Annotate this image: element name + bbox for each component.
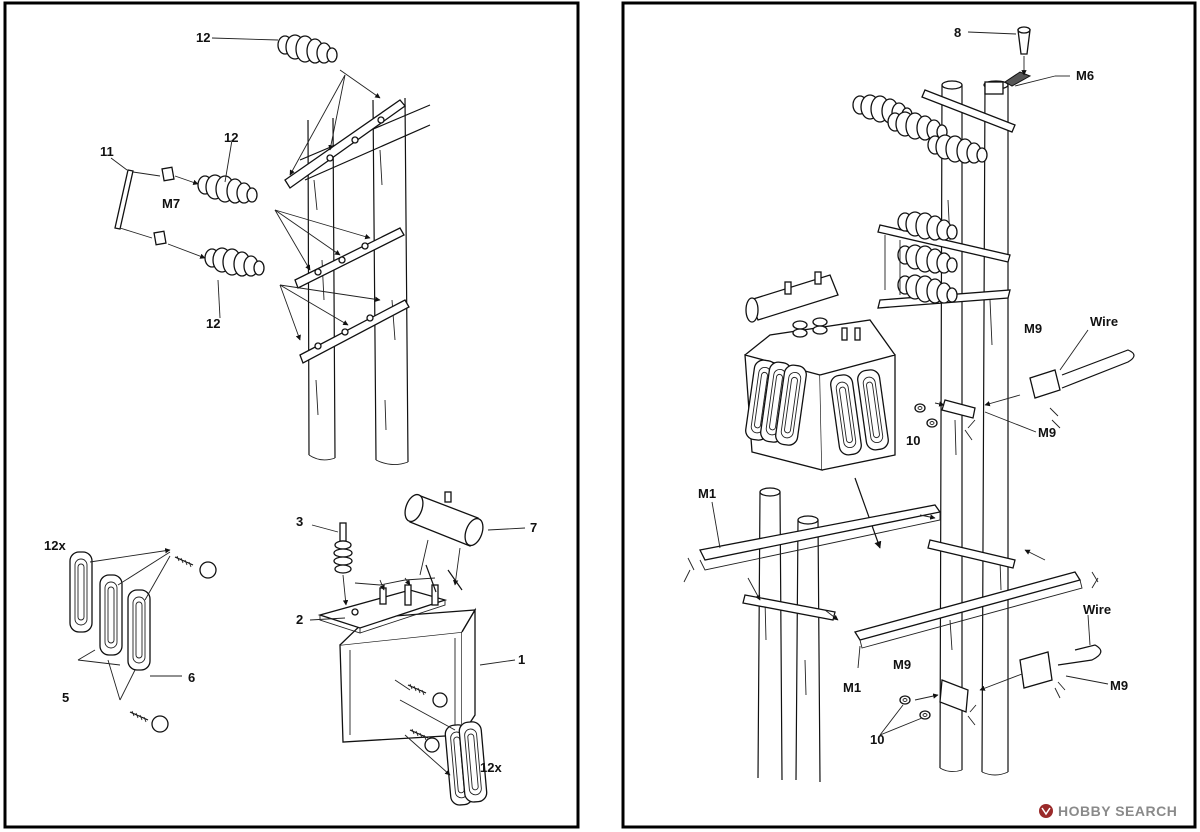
label-part-10-low: 10 — [870, 732, 884, 747]
left-panel-frame — [3, 1, 580, 829]
label-part-5: 5 — [62, 690, 69, 705]
label-part-12-low: 12 — [206, 316, 220, 331]
watermark-logo-icon — [1039, 804, 1053, 818]
label-part-7: 7 — [530, 520, 537, 535]
insulator-mid — [197, 174, 258, 204]
part-11-rod — [114, 166, 206, 259]
right-top-assembly — [852, 26, 1056, 164]
label-m9-mid: M9 — [1038, 425, 1056, 440]
label-part-2: 2 — [296, 612, 303, 627]
label-wire-top: Wire — [1090, 314, 1118, 329]
label-m9-low-right: M9 — [1110, 678, 1128, 693]
label-part-12-mid: 12 — [224, 130, 238, 145]
left-pole-pair — [299, 97, 431, 465]
left-panel: 12 11 M7 12 12 12x 3 7 2 1 6 5 12x — [3, 1, 580, 829]
label-m1-top: M1 — [698, 486, 716, 501]
label-m9-top: M9 — [1024, 321, 1042, 336]
right-m1-cross-arms — [683, 501, 1099, 669]
label-m6: M6 — [1076, 68, 1094, 83]
label-part-8: 8 — [954, 25, 961, 40]
right-m9-top — [914, 349, 1135, 441]
label-part-11: 11 — [100, 144, 114, 159]
label-m7: M7 — [162, 196, 180, 211]
right-transformer — [743, 271, 896, 549]
right-pole-pair — [939, 80, 1009, 776]
right-panel: 8 M6 M9 Wire M9 10 M1 Wire M9 M9 M1 10 H… — [621, 1, 1197, 829]
label-m9-low-left: M9 — [893, 657, 911, 672]
label-part-6: 6 — [188, 670, 195, 685]
right-panel-frame — [621, 1, 1197, 829]
insulator-low — [204, 247, 265, 277]
left-cross-arms — [284, 99, 410, 364]
label-part-3: 3 — [296, 514, 303, 529]
label-part-1: 1 — [518, 652, 525, 667]
label-12x-right: 12x — [480, 760, 502, 775]
watermark: HOBBY SEARCH — [1039, 803, 1177, 819]
cooler-group-left — [69, 548, 217, 733]
insulator-top — [277, 34, 338, 64]
label-m1-low: M1 — [843, 680, 861, 695]
label-12x-left: 12x — [44, 538, 66, 553]
label-part-12-top: 12 — [196, 30, 210, 45]
insulator-arrows — [274, 69, 381, 341]
label-wire-low: Wire — [1083, 602, 1111, 617]
label-part-10-top: 10 — [906, 433, 920, 448]
watermark-text: HOBBY SEARCH — [1058, 803, 1177, 819]
right-m9-low — [879, 614, 1109, 736]
transformer-assembly — [309, 491, 526, 807]
right-switch-assembly — [877, 211, 1011, 309]
